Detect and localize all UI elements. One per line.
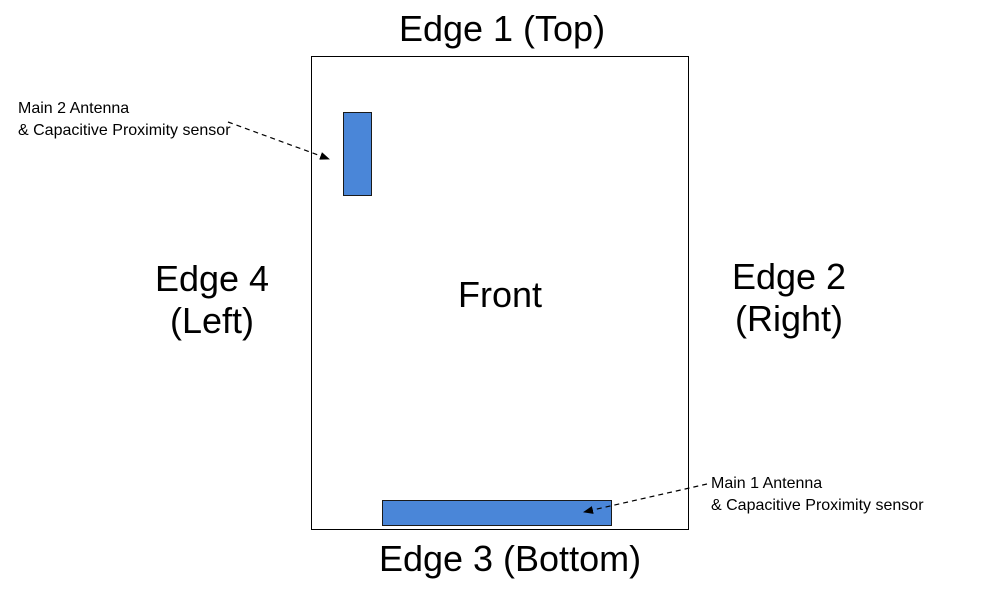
edge-2-right-line-2: (Right) [734, 298, 844, 339]
edge-4-left-label: Edge 4 (Left) [112, 258, 312, 342]
edge-4-left-line-1: Edge 4 [154, 258, 270, 299]
main-1-callout-line-2: & Capacitive Proximity sensor [711, 497, 924, 514]
main-1-callout-line-1: Main 1 Antenna [711, 475, 823, 492]
main-1-antenna-block [382, 500, 612, 526]
main-2-callout-line-1: Main 2 Antenna [18, 100, 130, 117]
main-2-antenna-callout: Main 2 Antenna & Capacitive Proximity se… [18, 98, 231, 142]
main-2-callout-arrow [227, 121, 330, 160]
edge-2-right-line-1: Edge 2 [731, 256, 847, 297]
main-1-callout-arrow [583, 483, 708, 514]
device-front-outline [311, 56, 689, 530]
edge-2-right-label: Edge 2 (Right) [689, 256, 889, 340]
main-2-antenna-block [343, 112, 372, 196]
edge-3-bottom-label: Edge 3 (Bottom) [378, 538, 642, 579]
front-label: Front [457, 274, 543, 315]
main-1-antenna-callout: Main 1 Antenna & Capacitive Proximity se… [711, 473, 924, 517]
edge-4-left-line-2: (Left) [169, 300, 255, 341]
main-2-callout-line-2: & Capacitive Proximity sensor [18, 122, 231, 139]
edge-1-top-label: Edge 1 (Top) [398, 8, 606, 49]
